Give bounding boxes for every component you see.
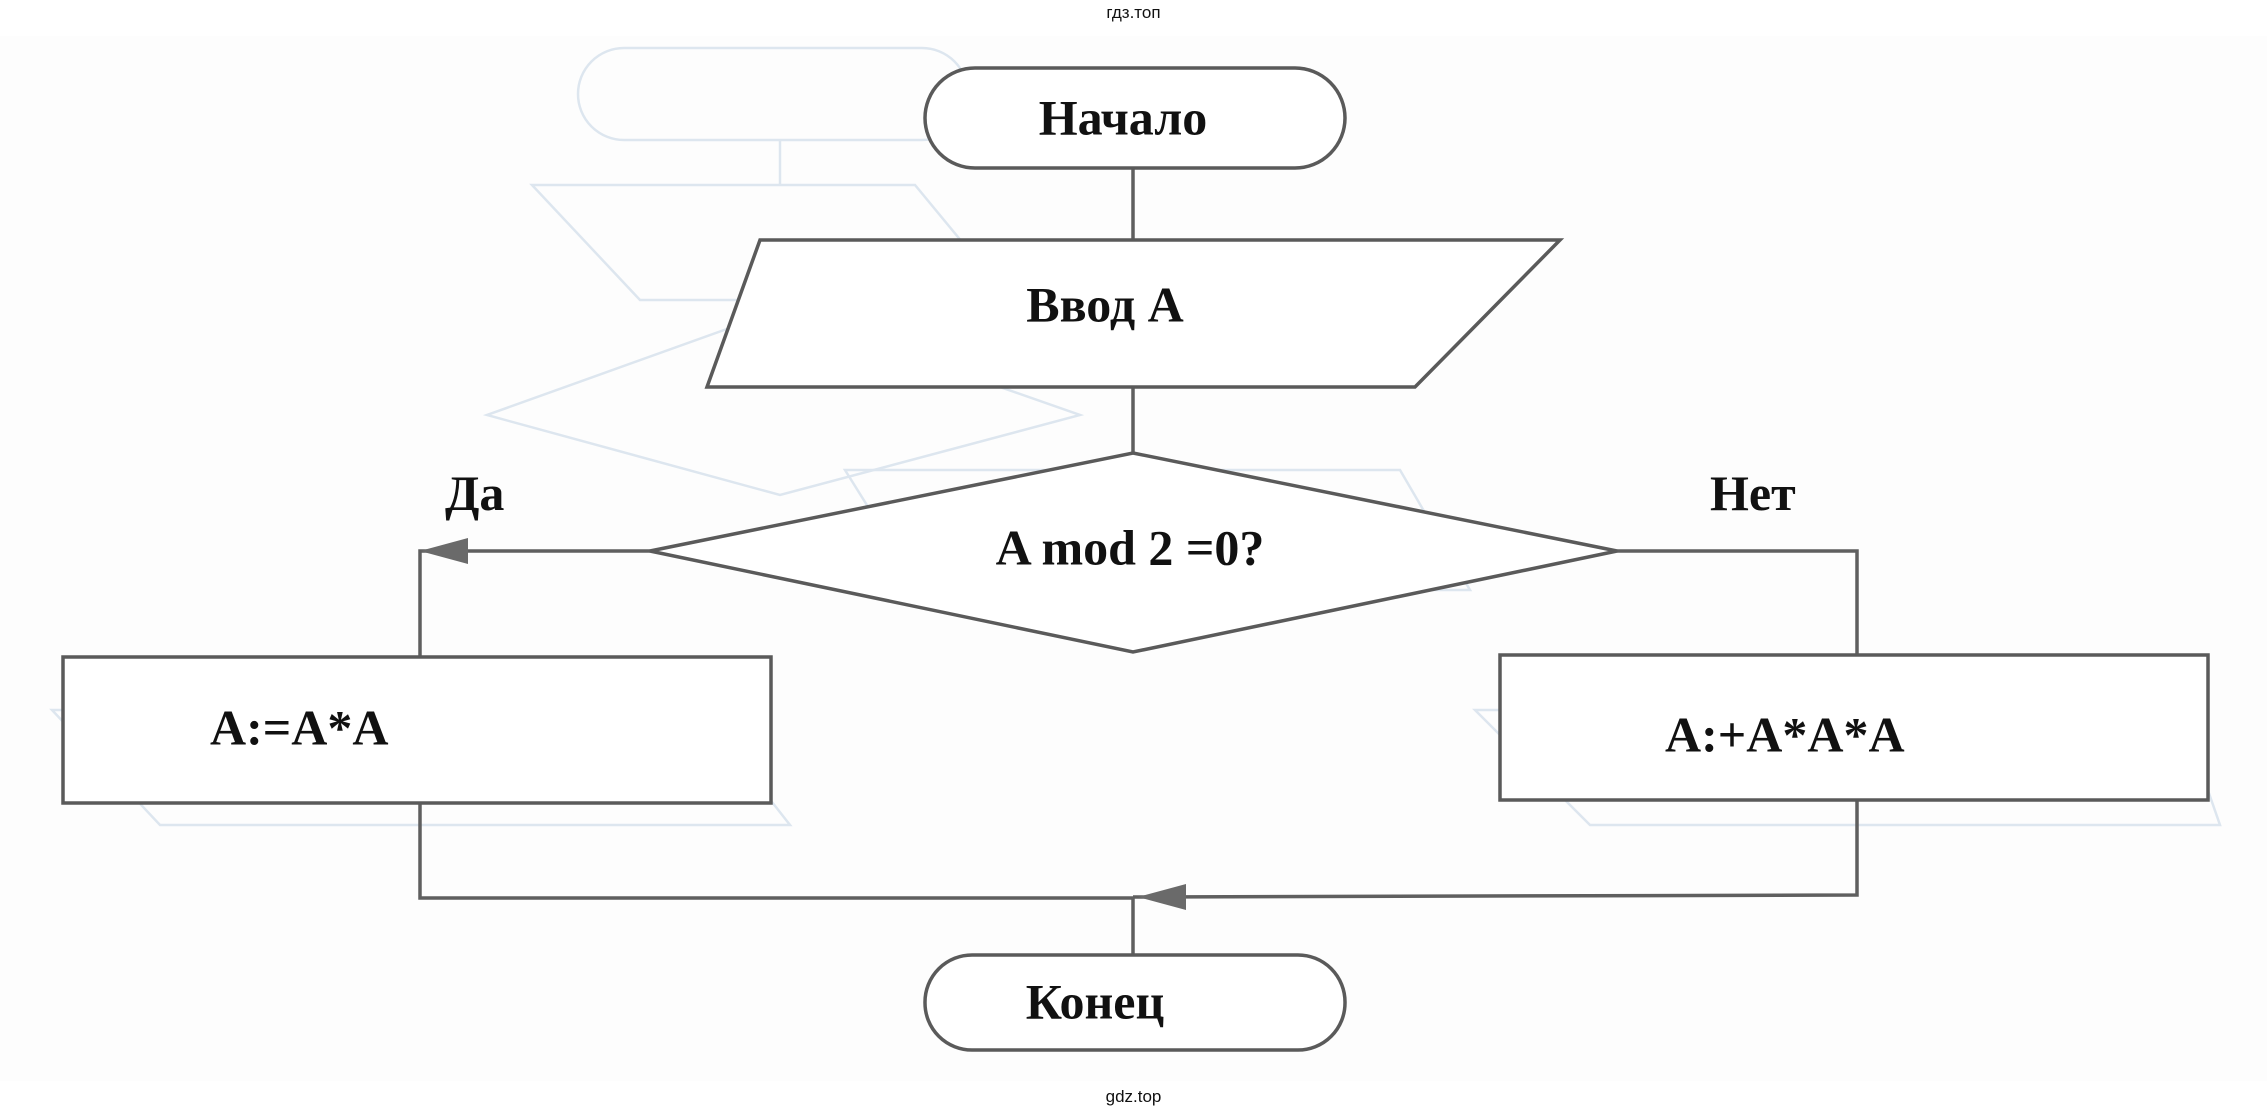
edge-yes-merge xyxy=(418,803,1133,900)
edge-decision-yes xyxy=(418,549,650,657)
decision-diamond xyxy=(649,451,1618,654)
node-decision: A mod 2 =0? xyxy=(649,451,1618,654)
edge-decision-no xyxy=(1617,549,1859,655)
start-label: Начало xyxy=(1039,89,1208,145)
process-no-label: A:+A*A*A xyxy=(1665,706,1905,762)
branch-no-label: Нет xyxy=(1710,465,1796,521)
node-input: Ввод А xyxy=(704,238,1565,389)
node-process-no: A:+A*A*A xyxy=(1498,653,2210,802)
connectors xyxy=(418,168,1859,955)
end-label: Конец xyxy=(1026,973,1165,1029)
decision-label: A mod 2 =0? xyxy=(996,519,1265,575)
branch-yes-label: Да xyxy=(445,465,504,521)
arrow-left-icon xyxy=(1138,884,1186,910)
edge-no-merge xyxy=(1132,800,1859,899)
input-parallelogram xyxy=(704,238,1565,389)
node-end: Конец xyxy=(923,953,1347,1052)
end-terminator xyxy=(923,953,1347,1052)
process-no-box xyxy=(1498,653,2210,802)
watermark-top: гдз.топ xyxy=(1106,3,1161,22)
watermark-bottom: gdz.top xyxy=(1105,1087,1162,1106)
node-start: Начало xyxy=(923,66,1347,170)
start-terminator xyxy=(923,66,1347,170)
input-label: Ввод А xyxy=(1026,276,1183,332)
ghost-terminator xyxy=(576,46,970,142)
process-yes-box xyxy=(61,655,773,805)
process-yes-label: A:=A*A xyxy=(210,699,388,755)
arrow-left-icon xyxy=(420,538,468,564)
node-process-yes: A:=A*A xyxy=(61,655,773,805)
